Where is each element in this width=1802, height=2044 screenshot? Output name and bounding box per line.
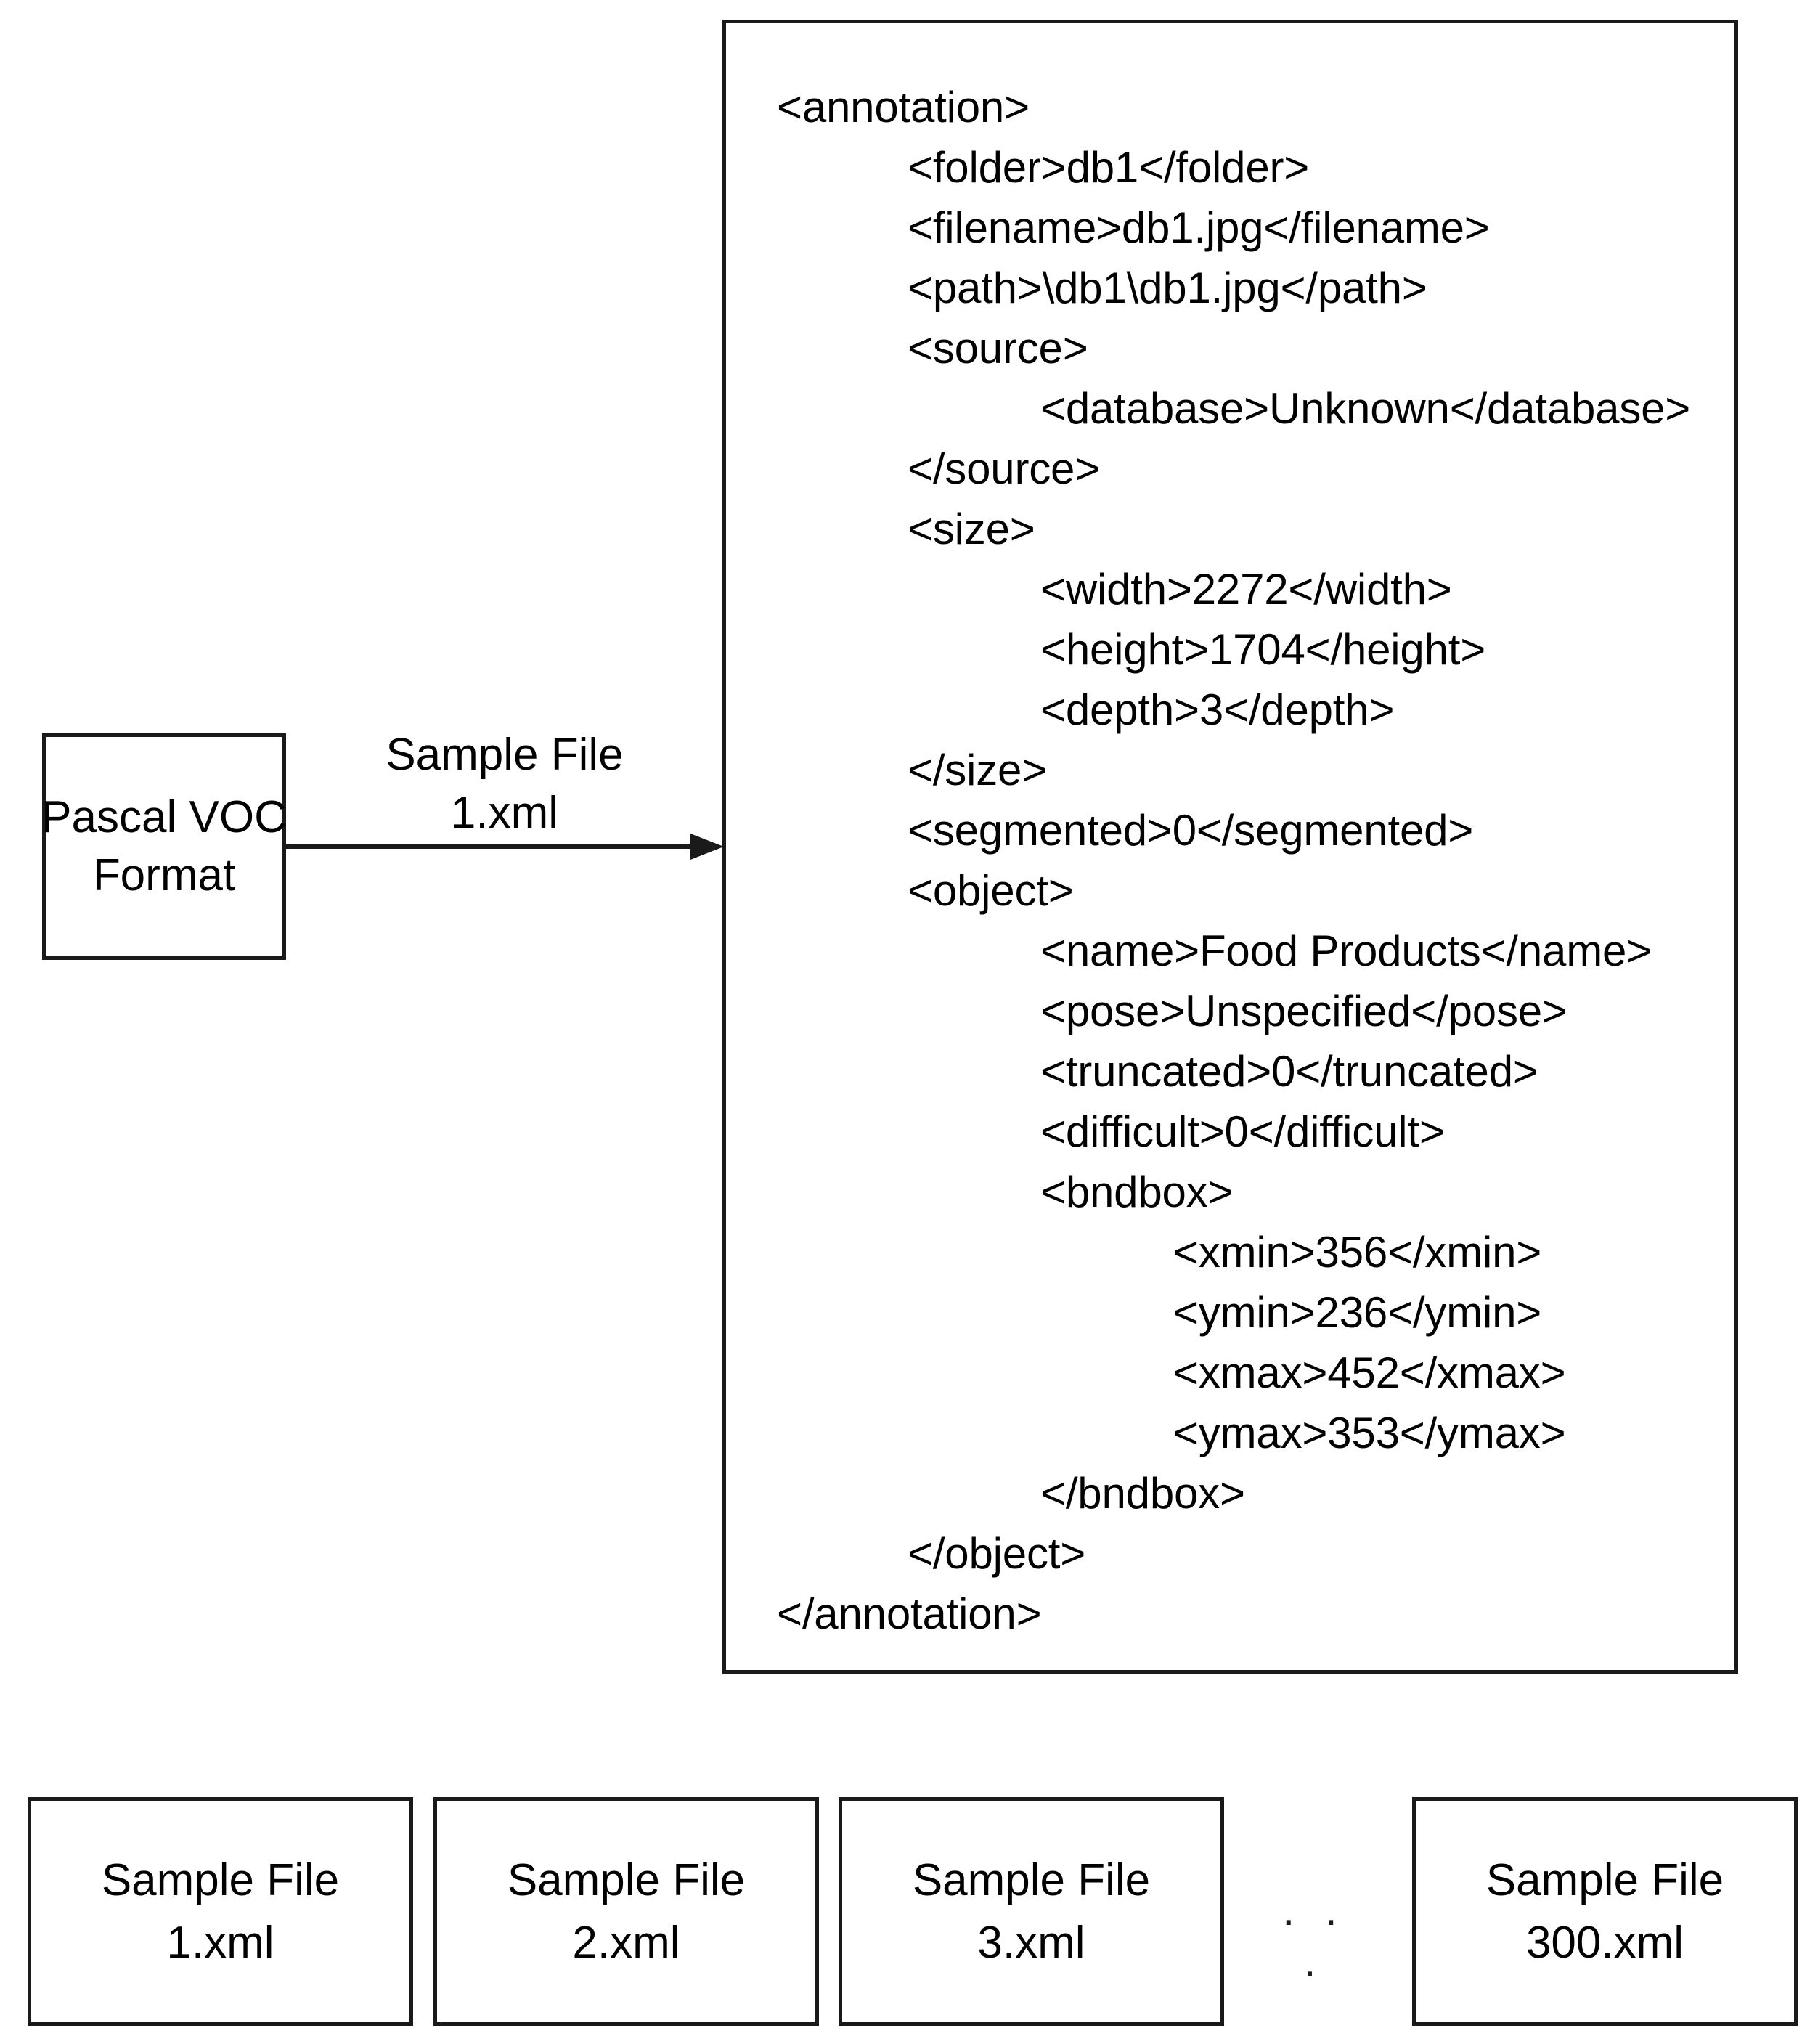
xml-line: <folder>db1</folder> xyxy=(908,143,1310,192)
xml-line: </size> xyxy=(908,746,1048,794)
xml-line: <annotation> xyxy=(777,83,1030,131)
xml-code-block: <annotation> <folder>db1</folder> <filenam… xyxy=(777,77,1734,1644)
xml-sample-panel: <annotation> <folder>db1</folder> <filenam… xyxy=(722,20,1738,1674)
xml-line: <segmented>0</segmented> xyxy=(908,806,1474,855)
xml-line: </bndbox> xyxy=(1040,1469,1245,1518)
xml-line: <ymax>353</ymax> xyxy=(1173,1409,1566,1457)
xml-line: <filename>db1.jpg</filename> xyxy=(908,203,1490,252)
xml-line: <source> xyxy=(908,324,1088,372)
xml-line: <size> xyxy=(908,505,1035,553)
xml-line: <xmax>452</xmax> xyxy=(1173,1348,1566,1397)
arrow-shaft xyxy=(285,844,693,849)
xml-line: <database>Unknown</database> xyxy=(1040,384,1691,433)
pascal-voc-format-box: Pascal VOC Format xyxy=(41,733,287,960)
xml-line: </object> xyxy=(908,1529,1086,1578)
xml-line: <bndbox> xyxy=(1040,1168,1234,1216)
xml-line: <width>2272</width> xyxy=(1040,565,1452,614)
flow-arrow-icon xyxy=(285,834,724,860)
sample-file-box-3-line-2: 3.xml xyxy=(977,1917,1085,1968)
xml-line: <difficult>0</difficult> xyxy=(1040,1107,1445,1156)
xml-line: <path>\db1\db1.jpg</path> xyxy=(908,264,1427,312)
arrow-label-line-1: Sample File xyxy=(386,730,624,780)
sample-file-box-2-line-1: Sample File xyxy=(507,1854,746,1905)
sample-file-box-2: Sample File 2.xml xyxy=(433,1797,819,2026)
xml-line: <xmin>356</xmin> xyxy=(1173,1228,1542,1277)
sample-file-box-3-line-1: Sample File xyxy=(912,1854,1151,1905)
xml-line: <ymin>236</ymin> xyxy=(1173,1288,1542,1337)
sample-file-box-1: Sample File 1.xml xyxy=(28,1797,413,2026)
sample-file-box-300-line-1: Sample File xyxy=(1485,1854,1724,1905)
xml-line: <name>Food Products</name> xyxy=(1040,927,1652,975)
arrow-head xyxy=(690,834,724,860)
xml-line: <height>1704</height> xyxy=(1040,625,1486,674)
pascal-voc-format-line-1: Pascal VOC xyxy=(41,792,287,842)
sample-file-box-2-line-2: 2.xml xyxy=(572,1917,680,1968)
sample-file-box-300-line-2: 300.xml xyxy=(1525,1917,1684,1968)
sample-file-box-1-line-1: Sample File xyxy=(101,1854,340,1905)
arrow-label-line-2: 1.xml xyxy=(450,788,559,838)
xml-line: </source> xyxy=(908,444,1101,493)
xml-line: <object> xyxy=(908,866,1074,915)
xml-line: <truncated>0</truncated> xyxy=(1040,1047,1538,1096)
xml-line: </annotation> xyxy=(777,1589,1042,1638)
xml-line: <depth>3</depth> xyxy=(1040,685,1395,734)
xml-line: <pose>Unspecified</pose> xyxy=(1040,987,1567,1035)
sample-file-box-1-line-2: 1.xml xyxy=(166,1917,274,1968)
sample-file-box-3: Sample File 3.xml xyxy=(839,1797,1224,2026)
arrow-label: Sample File 1.xml xyxy=(312,726,697,842)
sample-file-box-300: Sample File 300.xml xyxy=(1412,1797,1798,2026)
pascal-voc-format-line-2: Format xyxy=(92,850,236,900)
ellipsis-separator: . . . xyxy=(1282,1885,1346,1987)
